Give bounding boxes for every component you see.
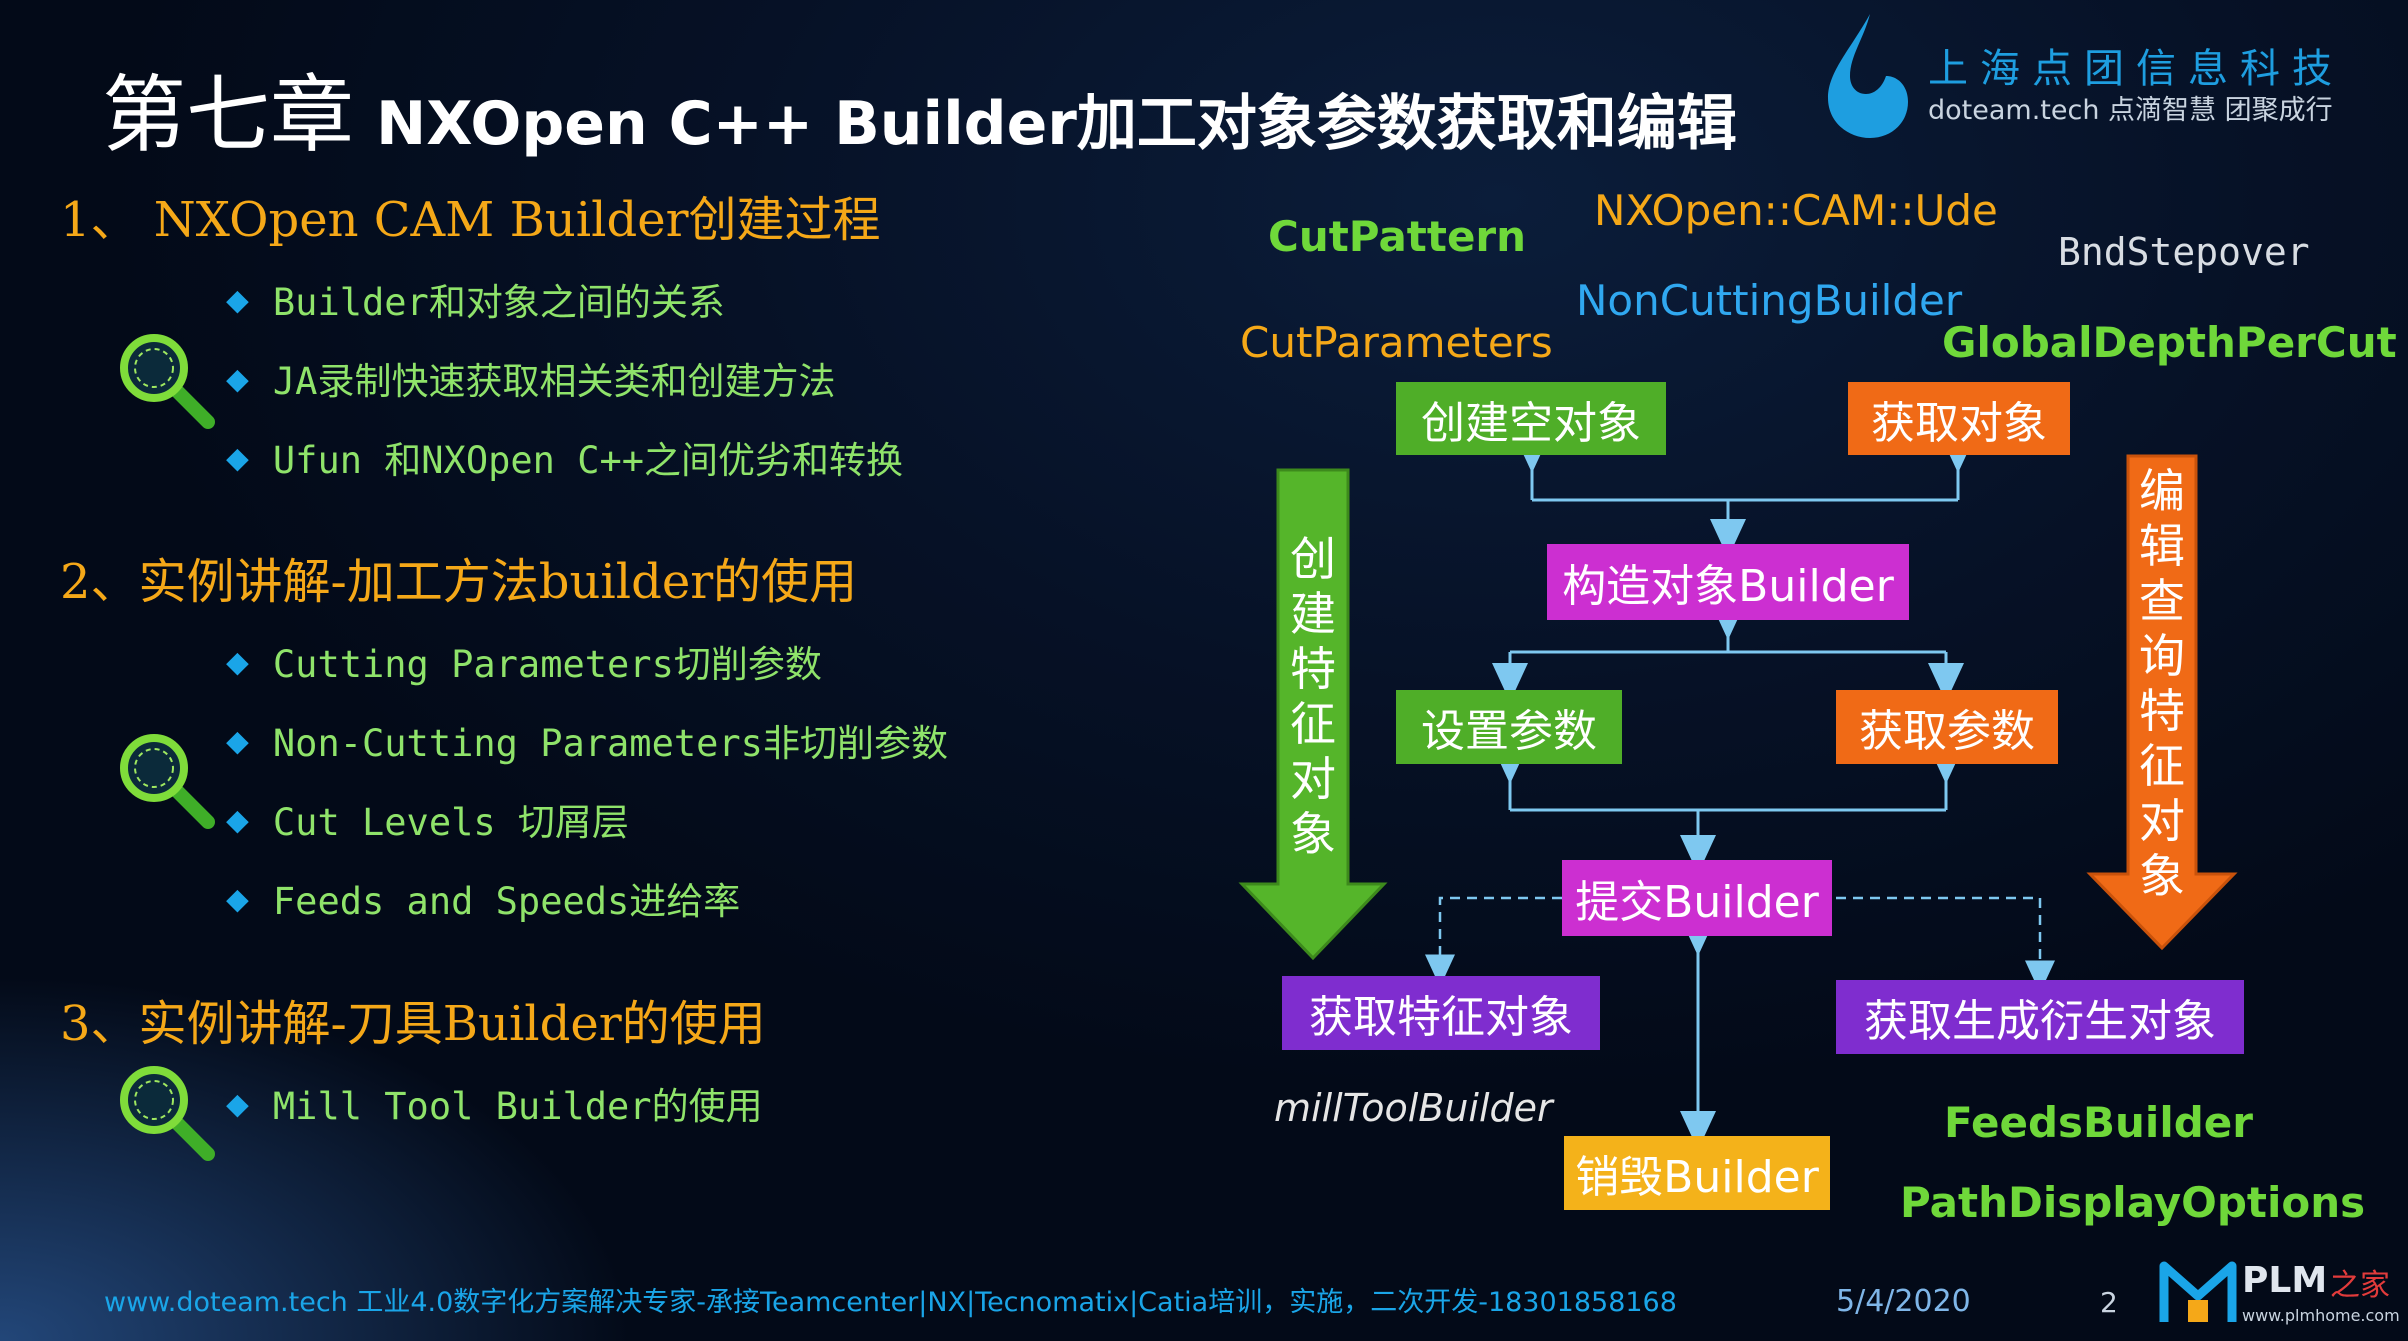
diamond-icon: ◆ [226,797,249,841]
bullet-item: ◆Feeds and Speeds进给率 [226,876,741,923]
get-object-box: 获取对象 [1848,382,2070,455]
keyword-global-depth: GlobalDepthPerCut [1942,318,2397,367]
set-parameters-box: 设置参数 [1396,690,1622,764]
slide-date: 5/4/2020 [1836,1284,1971,1319]
company-tagline: doteam.tech 点滴智慧 团聚成行 [1928,95,2333,126]
commit-builder-box: 提交Builder [1562,860,1832,936]
edit-query-label: 编辑查询特征对象 [2139,464,2185,903]
chapter-title: NXOpen C++ Builder加工对象参数获取和编辑 [376,89,1737,159]
destroy-builder-box: 销毁Builder [1564,1136,1830,1210]
keyword-cut-parameters: CutParameters [1240,318,1553,367]
create-feature-arrow [1238,468,1388,961]
bullet-item: ◆Mill Tool Builder的使用 [226,1081,763,1128]
page-title: 第七章 NXOpen C++ Builder加工对象参数获取和编辑 [102,48,1737,164]
bullet-item: ◆Cutting Parameters切削参数 [226,639,822,686]
edit-query-arrow [2086,454,2238,951]
company-name: 上海点团信息科技 [1928,46,2344,92]
bullet-item: ◆Cut Levels 切屑层 [226,797,629,844]
keyword-cut-pattern: CutPattern [1268,212,1527,261]
diamond-icon: ◆ [226,356,249,400]
get-parameters-box: 获取参数 [1836,690,2058,764]
section-heading-1: 1、 NXOpen CAM Builder创建过程 [60,192,881,248]
page-number: 2 [2100,1286,2118,1319]
section-heading-2: 2、实例讲解-加工方法builder的使用 [60,554,858,610]
diamond-icon: ◆ [226,277,249,321]
bullet-item: ◆Ufun 和NXOpen C++之间优劣和转换 [226,435,904,482]
plm-url: www.plmhome.com [2242,1306,2400,1325]
keyword-feeds-builder: FeedsBuilder [1944,1098,2253,1147]
footer-text: www.doteam.tech 工业4.0数字化方案解决专家-承接Teamcen… [104,1287,1677,1318]
keyword-bnd-stepover: BndStepover [2058,230,2310,274]
create-empty-object-box: 创建空对象 [1396,382,1666,455]
diamond-icon: ◆ [226,718,249,762]
chapter-label: 第七章 [102,66,355,164]
magnifier-icon [120,734,215,829]
keyword-mill-tool-builder: millToolBuilder [1274,1086,1553,1130]
diamond-icon: ◆ [226,639,249,683]
section-heading-3: 3、实例讲解-刀具Builder的使用 [60,996,766,1052]
magnifier-icon [120,1066,215,1161]
plm-logo-icon [2159,1261,2237,1322]
keyword-path-display-options: PathDisplayOptions [1900,1178,2366,1227]
keyword-ude: NXOpen::CAM::Ude [1594,186,1998,235]
bullet-item: ◆Builder和对象之间的关系 [226,277,725,324]
get-feature-object-box: 获取特征对象 [1282,976,1600,1050]
bullet-item: ◆JA录制快速获取相关类和创建方法 [226,356,836,403]
keyword-non-cutting-builder: NonCuttingBuilder [1576,276,1963,325]
plm-home-logo: PLM 之家 www.plmhome.com [2158,1256,2400,1332]
diamond-icon: ◆ [226,876,249,920]
plm-brand: PLM [2242,1260,2328,1301]
create-feature-label: 创建特征对象 [1290,532,1336,861]
diamond-icon: ◆ [226,1081,249,1125]
bullet-item: ◆Non-Cutting Parameters非切削参数 [226,718,948,765]
diamond-icon: ◆ [226,435,249,479]
get-derived-object-box: 获取生成衍生对象 [1836,980,2244,1054]
magnifier-icon [120,334,215,429]
construct-builder-box: 构造对象Builder [1547,544,1909,620]
plm-suffix: 之家 [2330,1268,2390,1303]
doteam-logo-icon [1828,14,1908,138]
